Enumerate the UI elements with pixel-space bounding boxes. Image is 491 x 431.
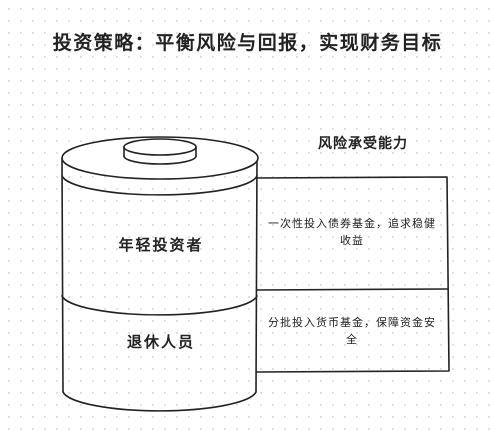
- strategy-text-young: 一次性投入债券基金，追求稳健收益: [268, 217, 436, 247]
- investor-label-retiree: 退休人员: [126, 333, 195, 351]
- cylinder-body: [61, 157, 258, 393]
- strategy-text-retiree: 分批投入货币基金，保障资金安全: [268, 316, 436, 346]
- cylinder-cap-bottom: [123, 155, 197, 165]
- cylinder-cap-top: [123, 138, 197, 156]
- investor-label-young: 年轻投资者: [118, 236, 204, 254]
- strategy-table-divider: [256, 288, 449, 291]
- strategy-table-frame: [256, 176, 450, 373]
- cylinder-divider: [61, 295, 258, 316]
- cylinder-bottom: [62, 391, 257, 412]
- diagram-title: 投资策略：平衡风险与回报，实现财务目标: [52, 32, 443, 54]
- cylinder-band: [61, 175, 258, 196]
- cylinder-top: [61, 136, 259, 180]
- risk-tolerance-header: 风险承受能力: [318, 136, 408, 152]
